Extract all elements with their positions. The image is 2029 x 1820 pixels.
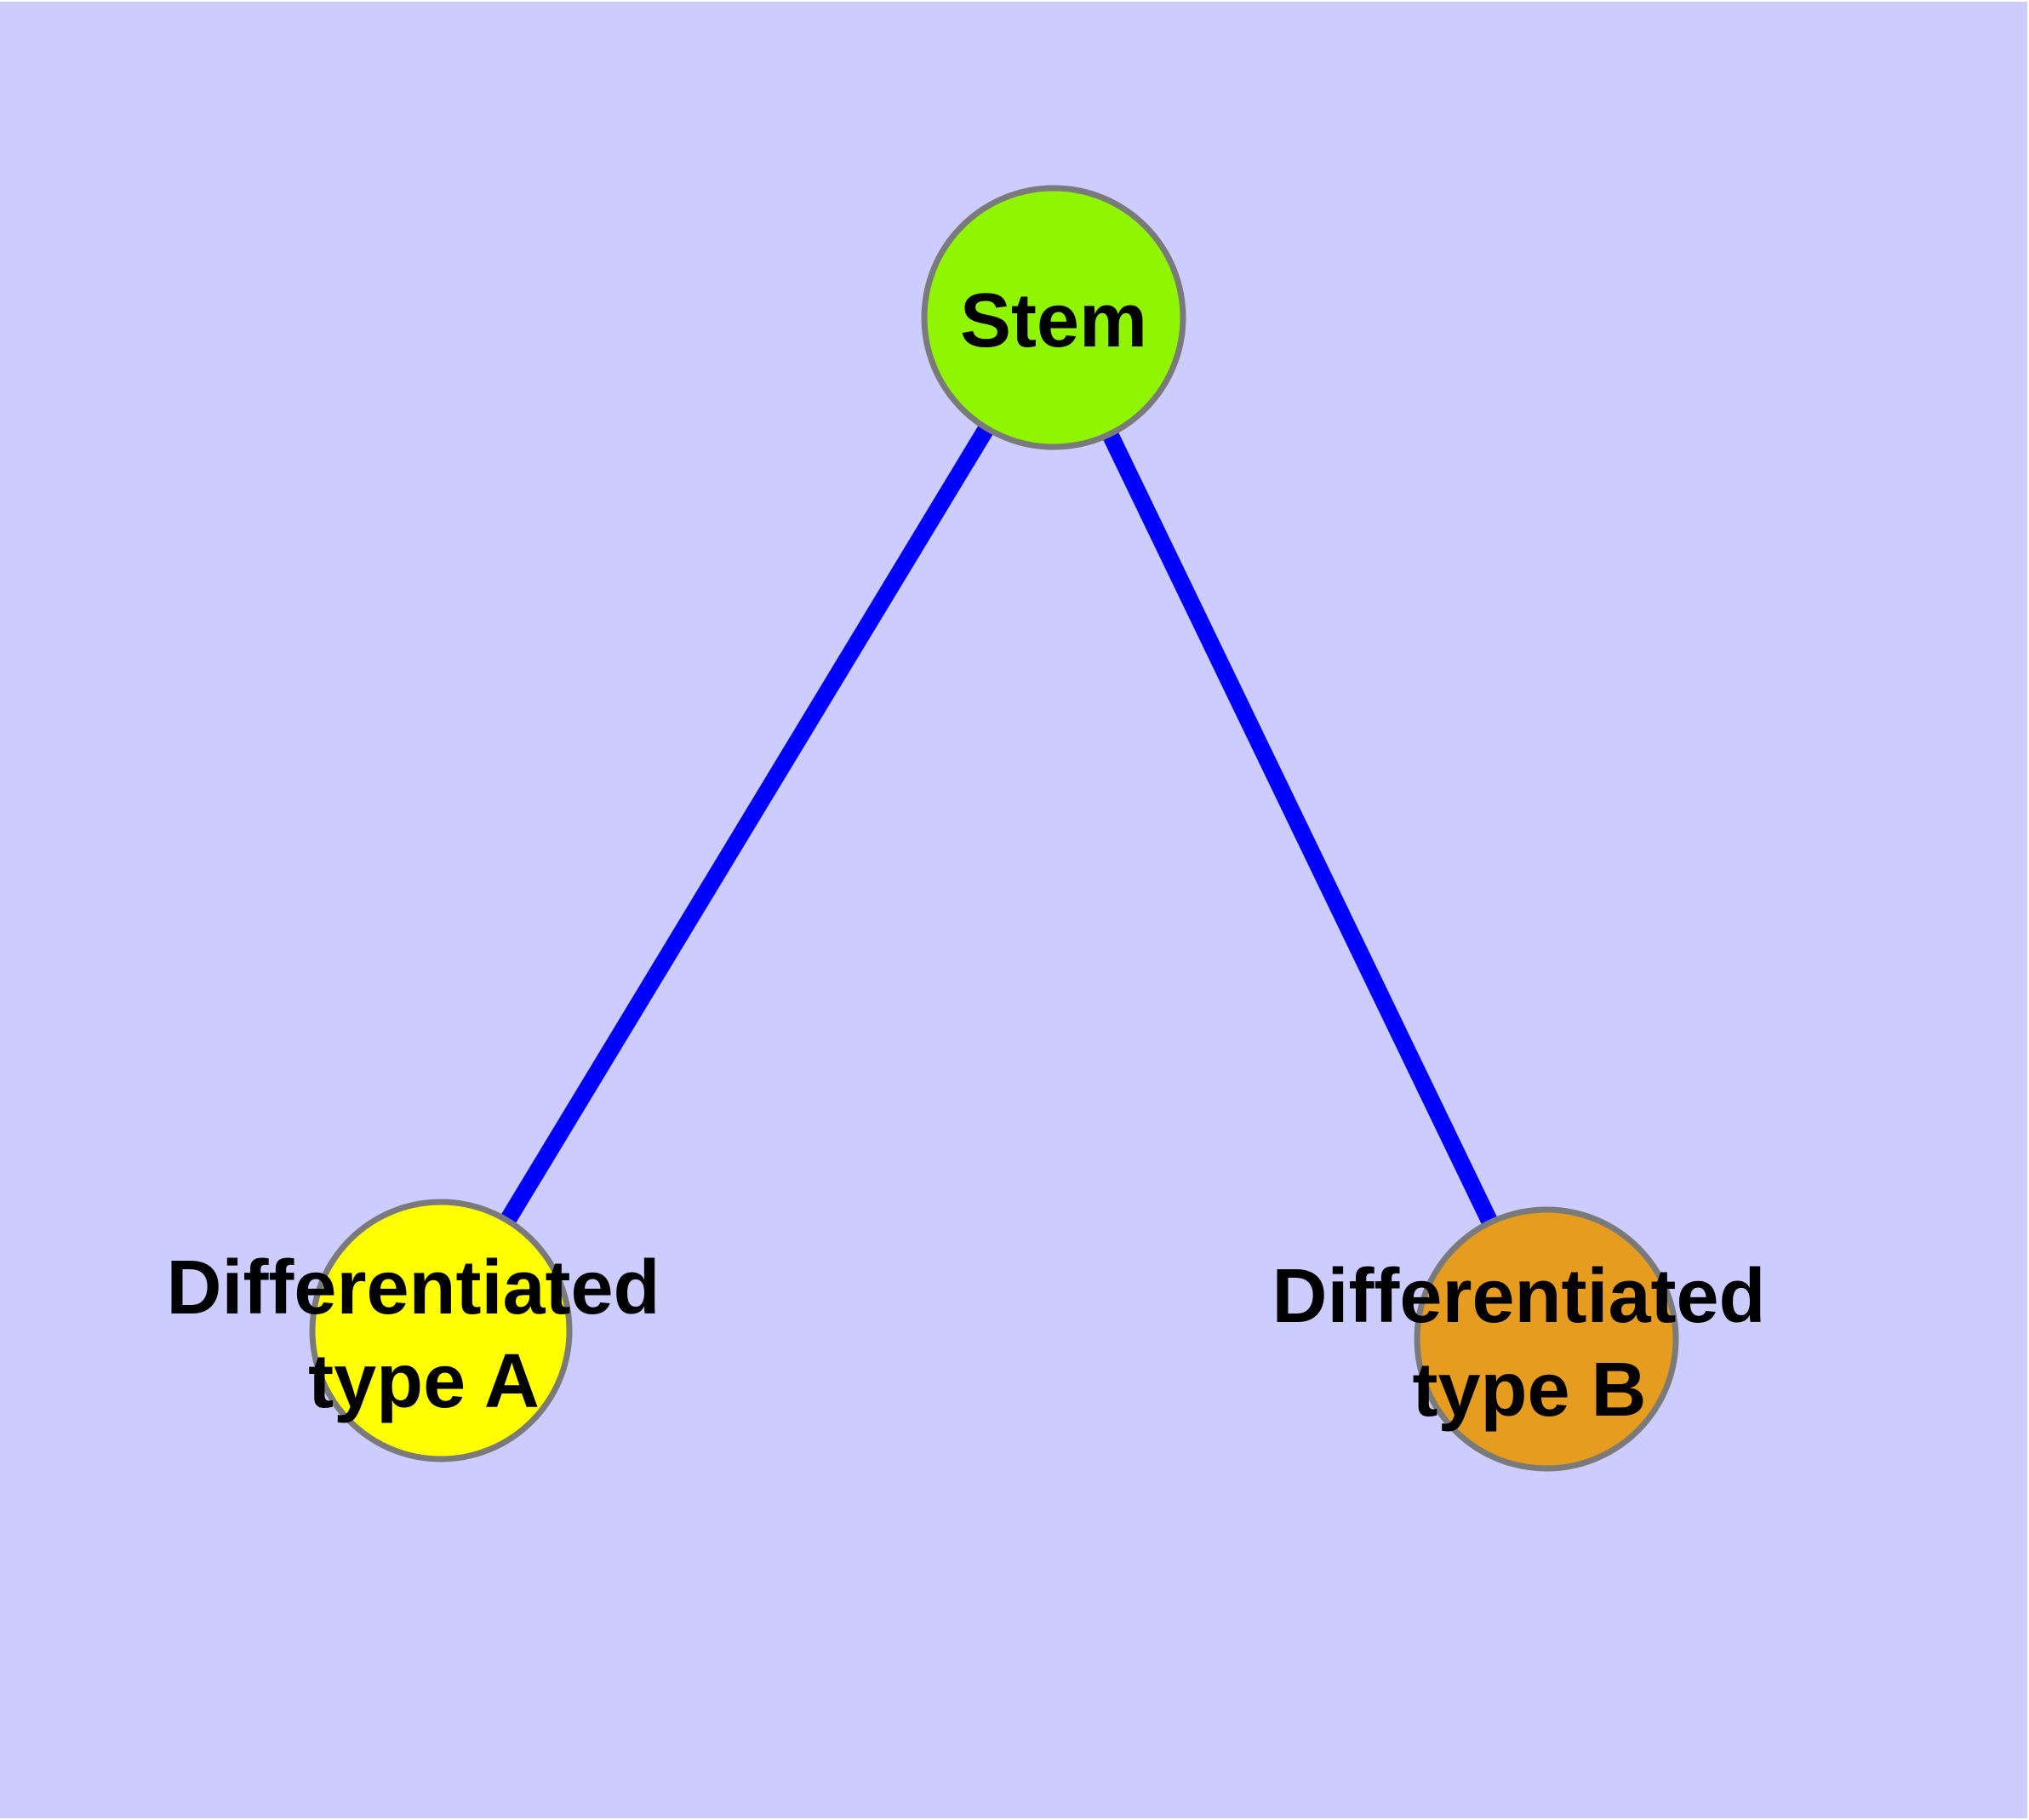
edge-stem-to-type-a: [433, 312, 1061, 1336]
node-label-type-b: Differentiated type B: [1272, 1254, 1786, 1433]
node-label-type-a-line2: type A: [308, 1339, 540, 1424]
node-differentiated-type-a: [309, 1199, 573, 1462]
node-label-type-a-line1: Differentiated: [166, 1245, 660, 1331]
node-differentiated-type-b: [1414, 1206, 1679, 1472]
node-stem: [921, 185, 1186, 450]
node-label-type-b-line1: Differentiated: [1272, 1254, 1765, 1339]
node-label-type-a: Differentiated type A: [166, 1245, 681, 1424]
edge-stem-to-type-b: [1045, 313, 1555, 1343]
node-label-type-b-line2: type B: [1412, 1348, 1646, 1433]
node-label-stem: Stem: [960, 278, 1147, 363]
